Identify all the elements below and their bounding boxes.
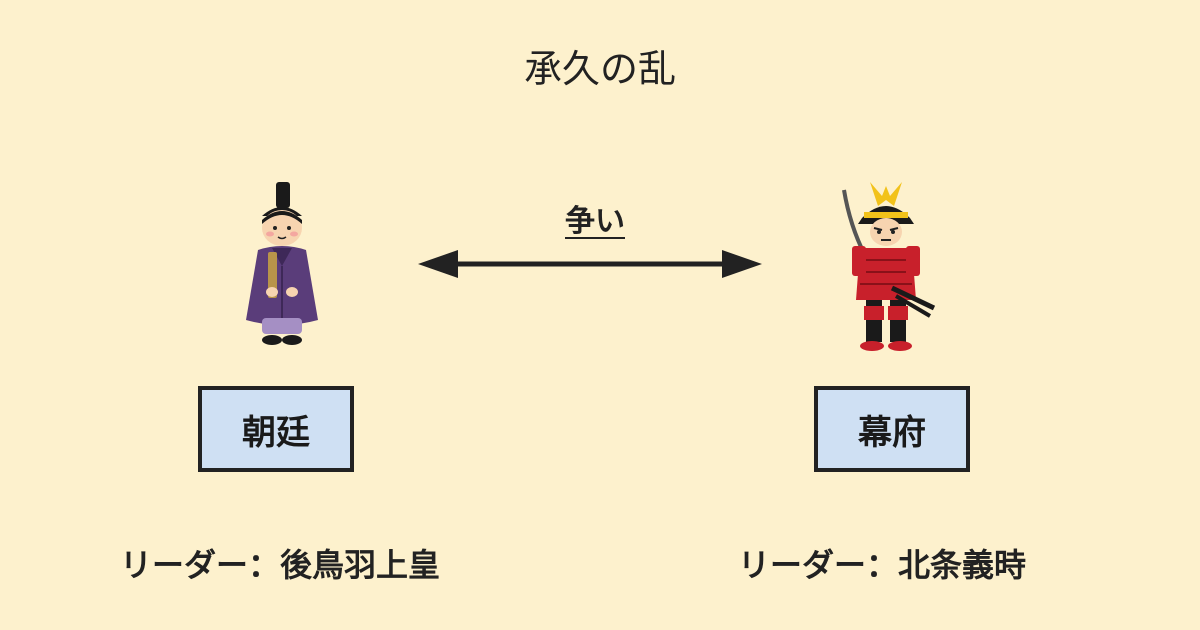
shogunate-leader-name: 北条義時: [898, 546, 1027, 584]
samurai-icon: [842, 182, 936, 351]
diagram-title: 承久の乱: [523, 47, 676, 91]
court-leader-label: リーダー：: [120, 546, 281, 584]
shogunate-box: 幕府: [814, 386, 970, 472]
shogunate-leader-label: リーダー：: [738, 546, 899, 584]
shogunate-leader: リーダー：北条義時: [738, 540, 1026, 586]
court-leader-name: 後鳥羽上皇: [280, 546, 441, 584]
conflict-label: 争い: [565, 204, 625, 239]
court-box: 朝廷: [198, 386, 354, 472]
court-noble-icon: [246, 182, 318, 345]
court-leader: リーダー：後鳥羽上皇: [120, 540, 440, 586]
double-headed-arrow: [418, 250, 762, 278]
